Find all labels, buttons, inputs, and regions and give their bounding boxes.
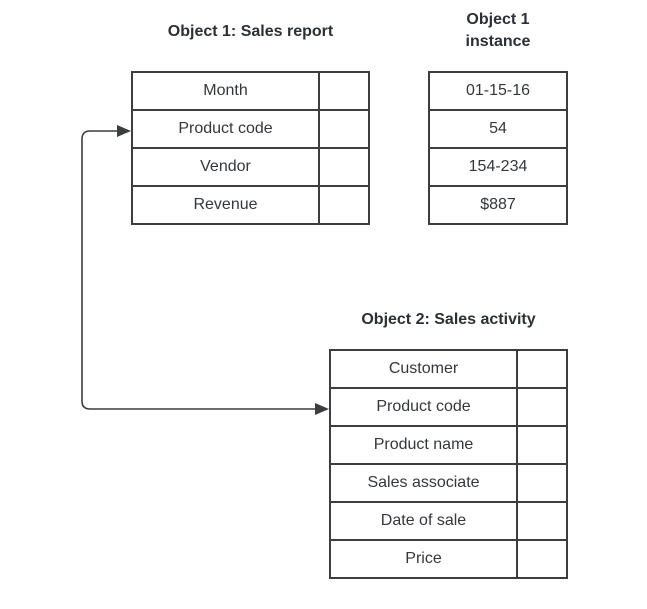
instance-value-vendor: 154-234 [428, 147, 568, 187]
object1-row-revenue: Revenue [131, 185, 370, 225]
instance-value-month: 01-15-16 [428, 71, 568, 111]
object2-field-product-code: Product code [329, 387, 518, 427]
object1-field-product-code: Product code [131, 109, 320, 149]
arrowhead-to-object1-icon [117, 125, 131, 137]
object2-empty-cell [516, 501, 568, 541]
object2-empty-cell [516, 463, 568, 503]
object1-row-product-code: Product code [131, 109, 370, 149]
object2-field-customer: Customer [329, 349, 518, 389]
object2-field-price: Price [329, 539, 518, 579]
object2-empty-cell [516, 425, 568, 465]
instance-table: 01-15-16 54 154-234 $887 [428, 71, 568, 225]
object2-row-date-of-sale: Date of sale [329, 501, 568, 541]
instance-value-revenue: $887 [428, 185, 568, 225]
object1-title: Object 1: Sales report [167, 23, 334, 40]
object1-row-vendor: Vendor [131, 147, 370, 187]
instance-value-product-code: 54 [428, 109, 568, 149]
instance-row-revenue: $887 [428, 185, 568, 225]
object1-empty-cell [318, 71, 370, 111]
instance-row-month: 01-15-16 [428, 71, 568, 111]
instance-row-vendor: 154-234 [428, 147, 568, 187]
object1-empty-cell [318, 109, 370, 149]
instance-title: Object 1 instance [428, 9, 568, 53]
instance-title-line2: instance [465, 33, 531, 50]
object2-row-product-name: Product name [329, 425, 568, 465]
object2-empty-cell [516, 539, 568, 579]
object2-field-date-of-sale: Date of sale [329, 501, 518, 541]
object2-field-product-name: Product name [329, 425, 518, 465]
instance-title-line1: Object 1 [466, 11, 530, 28]
object1-row-month: Month [131, 71, 370, 111]
object2-table: Customer Product code Product name Sales… [329, 349, 568, 579]
object2-row-price: Price [329, 539, 568, 579]
object2-empty-cell [516, 387, 568, 427]
object2-field-sales-associate: Sales associate [329, 463, 518, 503]
object1-field-month: Month [131, 71, 320, 111]
instance-row-product-code: 54 [428, 109, 568, 149]
object1-empty-cell [318, 147, 370, 187]
object2-row-customer: Customer [329, 349, 568, 389]
object1-field-revenue: Revenue [131, 185, 320, 225]
object2-empty-cell [516, 349, 568, 389]
arrowhead-to-object2-icon [315, 403, 329, 415]
object2-row-product-code: Product code [329, 387, 568, 427]
object1-table: Month Product code Vendor Revenue [131, 71, 370, 225]
object2-title: Object 2: Sales activity [361, 311, 536, 328]
object1-field-vendor: Vendor [131, 147, 320, 187]
object2-row-sales-associate: Sales associate [329, 463, 568, 503]
object1-empty-cell [318, 185, 370, 225]
